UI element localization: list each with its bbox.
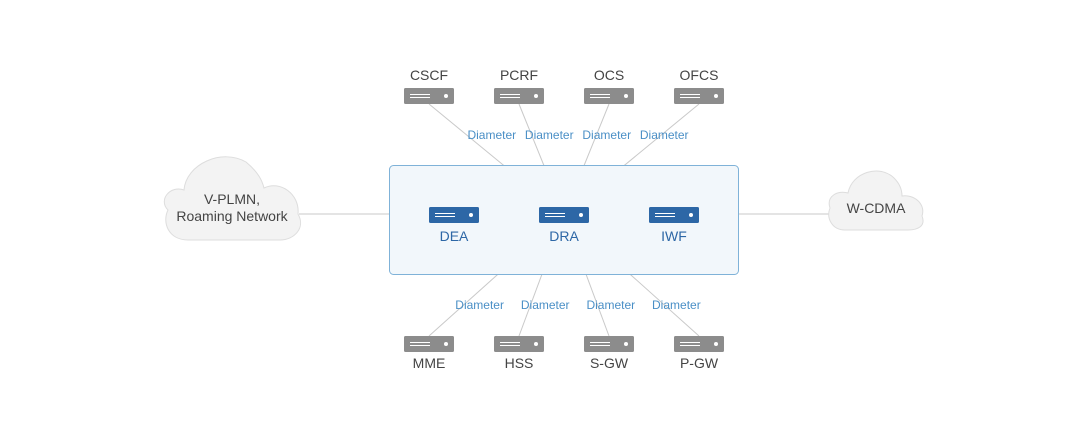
w-cdma-cloud-shape bbox=[828, 170, 924, 231]
s-gw-label: S-GW bbox=[590, 355, 629, 371]
ocs-server bbox=[584, 88, 634, 104]
hss-label: HSS bbox=[505, 355, 534, 371]
w-cdma-cloud: W-CDMA bbox=[828, 170, 924, 231]
dea-server bbox=[429, 207, 479, 223]
mme-label: MME bbox=[413, 355, 446, 371]
dra-server bbox=[539, 207, 589, 223]
pcrf-server-led bbox=[534, 94, 538, 98]
s-gw-server-led bbox=[624, 342, 628, 346]
labels-layer: CSCF Diameter PCRF Diameter OCS Diameter OFCS D… bbox=[410, 67, 719, 371]
dra-label: DRA bbox=[549, 228, 579, 244]
ofcs-server-body bbox=[674, 88, 724, 104]
diameter-label-p-gw-bottom: Diameter bbox=[652, 298, 701, 312]
diameter-label-ocs: Diameter bbox=[582, 128, 631, 142]
servers-layer bbox=[404, 88, 724, 352]
p-gw-server bbox=[674, 336, 724, 352]
v-plmn-line-2: Roaming Network bbox=[176, 208, 288, 224]
pcrf-server bbox=[494, 88, 544, 104]
dra-server-body bbox=[539, 207, 589, 223]
dea-label: DEA bbox=[440, 228, 469, 244]
mme-server-body bbox=[404, 336, 454, 352]
v-plmn-cloud: V-PLMN, Roaming Network bbox=[163, 156, 302, 241]
pcrf-label: PCRF bbox=[500, 67, 538, 83]
iwf-label: IWF bbox=[661, 228, 687, 244]
mme-server-led bbox=[444, 342, 448, 346]
ocs-server-body bbox=[584, 88, 634, 104]
cscf-label: CSCF bbox=[410, 67, 448, 83]
pcrf-server-body bbox=[494, 88, 544, 104]
diameter-label-s-gw-bottom: Diameter bbox=[586, 298, 635, 312]
w-cdma-label: W-CDMA bbox=[847, 200, 907, 216]
hss-server-body bbox=[494, 336, 544, 352]
dea-server-body bbox=[429, 207, 479, 223]
diameter-label-pcrf: Diameter bbox=[525, 128, 574, 142]
diameter-label-hss-bottom: Diameter bbox=[521, 298, 570, 312]
cscf-server bbox=[404, 88, 454, 104]
s-gw-server-body bbox=[584, 336, 634, 352]
ofcs-label: OFCS bbox=[680, 67, 719, 83]
links-layer bbox=[299, 103, 830, 337]
diameter-label-ofcs: Diameter bbox=[640, 128, 689, 142]
v-plmn-cloud-shape bbox=[163, 156, 302, 241]
mme-server bbox=[404, 336, 454, 352]
iwf-server-body bbox=[649, 207, 699, 223]
diameter-label-cscf: Diameter bbox=[467, 128, 516, 142]
diameter-label-mme-bottom: Diameter bbox=[455, 298, 504, 312]
p-gw-server-body bbox=[674, 336, 724, 352]
dea-server-led bbox=[469, 213, 473, 217]
dra-server-led bbox=[579, 213, 583, 217]
iwf-server bbox=[649, 207, 699, 223]
p-gw-label: P-GW bbox=[680, 355, 719, 371]
cscf-server-body bbox=[404, 88, 454, 104]
s-gw-server bbox=[584, 336, 634, 352]
ocs-label: OCS bbox=[594, 67, 624, 83]
ofcs-server-led bbox=[714, 94, 718, 98]
hss-server-led bbox=[534, 342, 538, 346]
v-plmn-line-1: V-PLMN, bbox=[204, 191, 260, 207]
cscf-server-led bbox=[444, 94, 448, 98]
hss-server bbox=[494, 336, 544, 352]
p-gw-server-led bbox=[714, 342, 718, 346]
iwf-server-led bbox=[689, 213, 693, 217]
ofcs-server bbox=[674, 88, 724, 104]
ocs-server-led bbox=[624, 94, 628, 98]
